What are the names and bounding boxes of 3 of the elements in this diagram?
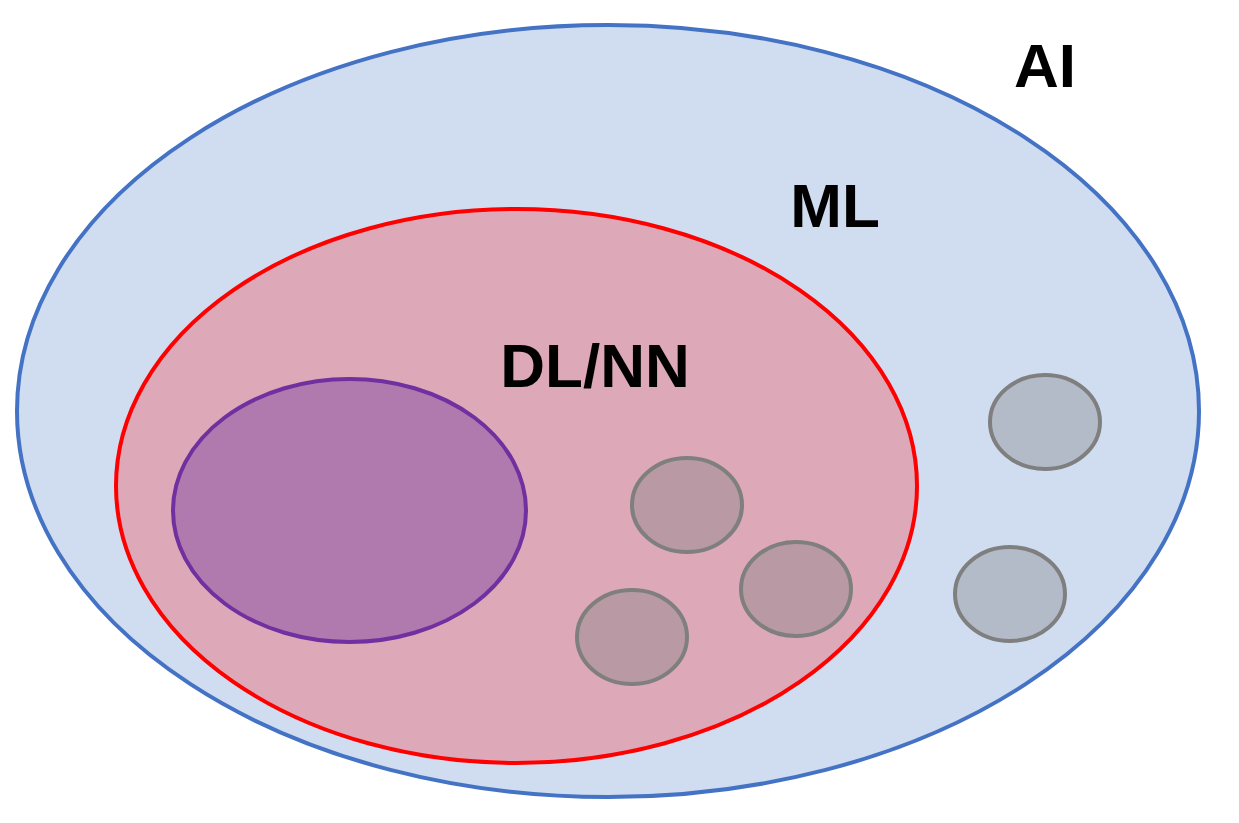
region-label: AI — [1013, 35, 1077, 97]
region-label: ML — [789, 175, 881, 237]
region-label: DL/NN — [499, 335, 691, 397]
